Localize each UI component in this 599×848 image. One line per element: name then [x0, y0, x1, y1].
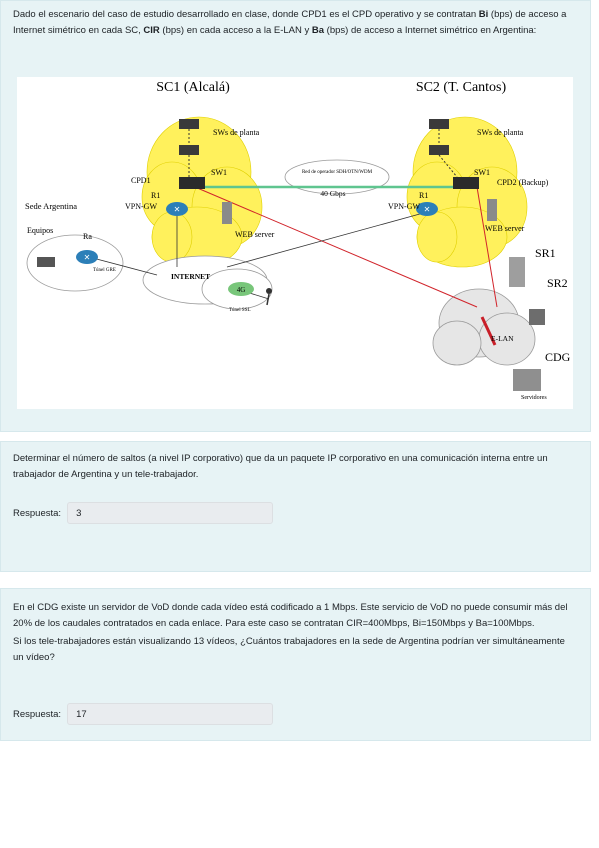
r1-label: R1	[151, 191, 160, 200]
answer-input-2[interactable]: 3	[67, 502, 274, 524]
cdg-servers	[513, 369, 541, 391]
internet-label: INTERNET	[171, 272, 210, 281]
4g-icon	[228, 282, 254, 296]
gre-tunnel	[88, 256, 158, 276]
cpd1-label: CPD1	[131, 176, 151, 185]
sr2-server	[529, 309, 545, 325]
question-3-prompt: En el CDG existe un servidor de VoD dond…	[13, 602, 568, 629]
question-3-prompt: Si los tele-trabajadores están visualiza…	[13, 636, 565, 663]
elan-cloud	[432, 288, 536, 366]
bi-term: Bi	[478, 9, 489, 20]
question-2-prompt: Determinar el número de saltos (a nivel …	[13, 453, 548, 480]
red-link-sc1	[194, 186, 478, 308]
router-sc2: ✕	[416, 202, 438, 216]
sr1-label: SR1	[535, 246, 556, 260]
4g-label: 4G	[237, 286, 246, 294]
sc2-switches	[429, 119, 479, 189]
sw1-label: SW1	[474, 168, 490, 177]
servidores-label: Servidores	[521, 395, 547, 401]
question-2-text: Determinar el número de saltos (a nivel …	[13, 451, 576, 482]
answer-row-2: Respuesta: 3	[13, 502, 274, 524]
elan-core	[480, 316, 497, 346]
equipos-label: Equipos	[27, 226, 53, 235]
operator-cloud	[284, 159, 390, 195]
network-diagram: ✕ ✕ ✕ SC1 (Alcalá) SC2 (T. Cantos) SWs d…	[17, 77, 573, 409]
sr2-label: SR2	[547, 276, 568, 290]
web-server-label: WEB server	[235, 230, 275, 239]
elan-label: E-LAN	[491, 334, 514, 343]
question-1-text: Dado el escenario del caso de estudio de…	[13, 7, 576, 38]
router-sc1: ✕	[166, 202, 188, 216]
answer-input-3[interactable]: 17	[67, 703, 274, 725]
sc2-label: SC2 (T. Cantos)	[416, 80, 507, 95]
argentina-cloud	[26, 234, 124, 292]
r1-label: R1	[419, 191, 428, 200]
internet-cloud	[142, 255, 273, 310]
question-3-panel: En el CDG existe un servidor de VoD dond…	[0, 588, 591, 741]
intro-text: Dado el escenario del caso de estudio de…	[13, 9, 479, 20]
ssl-label: Túnel SSL	[229, 308, 251, 313]
internet-link-2	[226, 211, 428, 268]
gre-label: Túnel GRE	[93, 268, 116, 273]
ba-term: Ba	[311, 24, 325, 36]
answer-row-3: Respuesta: 17	[13, 703, 274, 725]
sc1-label: SC1 (Alcalá)	[156, 80, 230, 95]
operator-label: Red de operador SDH/OTN/WDM	[302, 170, 373, 175]
vpn-gw-label: VPN-GW	[388, 202, 420, 211]
red-link-sc2	[476, 186, 498, 308]
router-ra: ✕	[76, 250, 98, 264]
answer-label: Respuesta:	[13, 507, 62, 519]
svg-text:✕: ✕	[84, 253, 91, 262]
sws-planta-label: SWs de planta	[213, 128, 260, 137]
question-1-panel: Dado el escenario del caso de estudio de…	[0, 0, 591, 432]
phone-icon	[37, 257, 55, 267]
web-server-label: WEB server	[485, 224, 525, 233]
svg-text:✕: ✕	[424, 205, 431, 214]
vpn-gw-label: VPN-GW	[125, 202, 157, 211]
network-diagram-svg: ✕ ✕ ✕ SC1 (Alcalá) SC2 (T. Cantos) SWs d…	[25, 80, 571, 401]
intro-text: (bps) de acceso a Internet simétrico en …	[13, 9, 567, 36]
cpd2-label: CPD2 (Backup)	[497, 178, 549, 187]
question-1-intro: Dado el escenario del caso de estudio de…	[13, 7, 576, 38]
question-2-panel: Determinar el número de saltos (a nivel …	[0, 441, 591, 572]
cdg-label: CDG	[545, 350, 571, 364]
ra-label: Ra	[83, 232, 92, 241]
question-3-text: En el CDG existe un servidor de VoD dond…	[13, 600, 576, 665]
svg-text:✕: ✕	[174, 205, 181, 214]
intro-text: (bps) en cada acceso a la E-LAN y	[159, 24, 312, 36]
web-server-sc1	[222, 202, 232, 224]
intro-text: (bps) de acceso a Internet simétrico en …	[324, 24, 537, 36]
sc1-switches	[179, 119, 205, 189]
sede-argentina-label: Sede Argentina	[25, 201, 77, 211]
sw1-label: SW1	[211, 168, 227, 177]
teleworker-icon	[266, 288, 272, 306]
sr1-server	[509, 257, 525, 287]
cir-term: CIR	[143, 24, 160, 36]
web-server-sc2	[487, 199, 497, 221]
sws-planta-label: SWs de planta	[477, 128, 524, 137]
gbps-label: 40 Gbps	[320, 189, 345, 198]
answer-label: Respuesta:	[13, 708, 62, 720]
